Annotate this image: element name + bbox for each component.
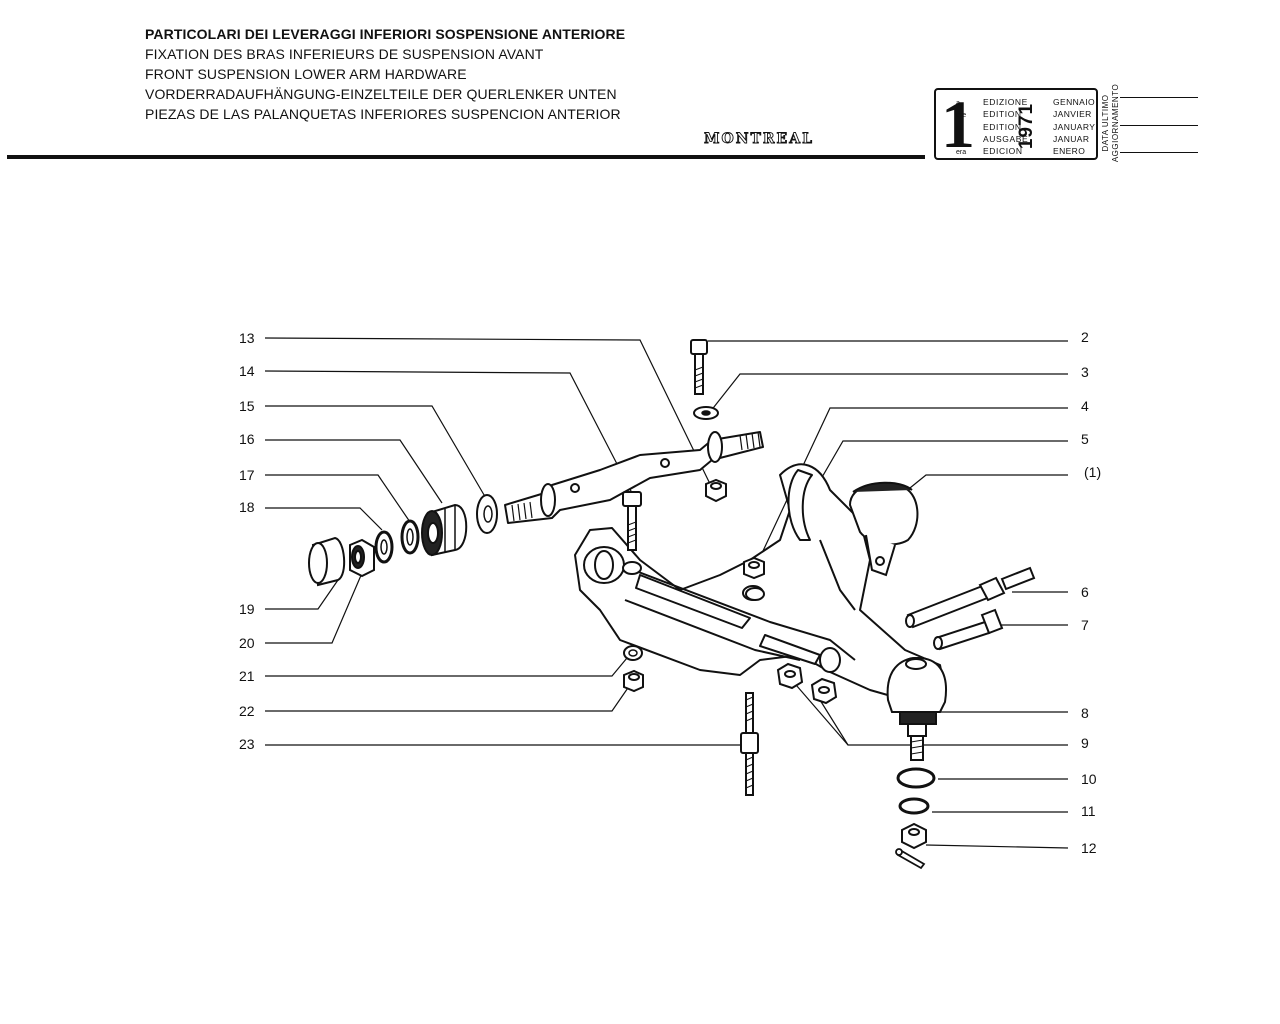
nut-20: [349, 538, 375, 578]
bolt-7: [933, 608, 1004, 651]
leader-16: [265, 439, 443, 504]
callout-8: 8: [1081, 705, 1089, 721]
leader-3: [709, 373, 1068, 413]
callout-16: 16: [239, 431, 255, 447]
washer-3-hole: [701, 410, 711, 416]
leader-15: [265, 405, 488, 501]
callout-18: 18: [239, 499, 255, 515]
title-german: VORDERRADAUFHÄNGUNG-EINZELTEILE DER QUER…: [145, 86, 617, 102]
edition-words: EDIZIONE EDITION EDITION AUSGABE EDICION: [983, 97, 1029, 157]
callout-3: 3: [1081, 364, 1089, 380]
washer-5: [745, 587, 765, 601]
leader-9a: [819, 699, 1068, 746]
model-logo: MONTREAL: [704, 131, 814, 148]
ball-joint-8: [886, 656, 947, 761]
leader-13: [264, 337, 713, 489]
leader-14: [264, 370, 633, 494]
update-line-2: [1120, 125, 1198, 126]
update-line-3: [1120, 152, 1198, 153]
callout-14: 14: [239, 363, 255, 379]
title-spanish: PIEZAS DE LAS PALANQUETAS INFERIORES SUS…: [145, 106, 621, 122]
leader-12: [925, 844, 1069, 849]
update-line-1: [1120, 97, 1198, 98]
leader-18: [265, 507, 383, 531]
edition-ordinals: a ere st . era: [956, 100, 967, 157]
callout-4: 4: [1081, 398, 1089, 414]
nut-4: [743, 556, 765, 580]
nut-9a: [776, 662, 804, 690]
bushing-16: [421, 503, 468, 557]
castle-nut-12: [901, 822, 927, 850]
leader-17: [265, 474, 411, 523]
callout-19: 19: [239, 601, 255, 617]
leader-21: [265, 651, 633, 677]
nut-9b: [810, 677, 838, 705]
leader-1: [904, 474, 1068, 493]
stud-23: [740, 692, 759, 796]
washer-11: [898, 797, 930, 815]
bolt-2: [690, 339, 708, 395]
title-english: FRONT SUSPENSION LOWER ARM HARDWARE: [145, 66, 467, 82]
washer-10: [896, 767, 936, 789]
callout-12: 12: [1081, 840, 1097, 856]
nut-22: [623, 669, 644, 693]
callout-22: 22: [239, 703, 255, 719]
callout-1-ref: (1): [1084, 464, 1102, 480]
callout-15: 15: [239, 398, 255, 414]
cotter-pin: [895, 848, 926, 870]
bolt-6: [905, 566, 1036, 629]
callout-17: 17: [239, 467, 255, 483]
leader-22: [265, 681, 633, 712]
callout-20: 20: [239, 635, 255, 651]
lower-arm: [574, 463, 946, 701]
callout-13: 13: [239, 330, 255, 346]
pivot-shaft: [504, 431, 764, 524]
bump-stop: [848, 481, 919, 577]
title-french: FIXATION DES BRAS INFERIEURS DE SUSPENSI…: [145, 46, 544, 62]
cap-19: [308, 536, 346, 587]
callout-7: 7: [1081, 617, 1089, 633]
edition-box: 1 a ere st . era EDIZIONE EDITION EDITIO…: [934, 88, 1098, 160]
bolt-14: [622, 491, 642, 551]
callout-23: 23: [239, 736, 255, 752]
title-italian: PARTICOLARI DEI LEVERAGGI INFERIORI SOSP…: [145, 26, 626, 42]
nut-13: [705, 478, 727, 503]
callout-10: 10: [1081, 771, 1097, 787]
callout-5: 5: [1081, 431, 1089, 447]
page-titles: PARTICOLARI DEI LEVERAGGI INFERIORI SOSP…: [145, 24, 705, 124]
leader-9b: [789, 677, 849, 746]
callout-11: 11: [1081, 803, 1096, 819]
callout-9: 9: [1081, 735, 1089, 751]
edition-number: 1: [941, 86, 975, 162]
leader-19: [265, 579, 339, 610]
edition-months: GENNAIO JANVIER JANUARY JANUAR ENERO: [1053, 97, 1096, 157]
callout-6: 6: [1081, 584, 1089, 600]
leader-4: [754, 407, 1068, 569]
leader-20: [265, 572, 363, 644]
callout-2: 2: [1081, 329, 1089, 345]
header-rule: [7, 155, 925, 159]
callout-21: 21: [239, 668, 255, 684]
